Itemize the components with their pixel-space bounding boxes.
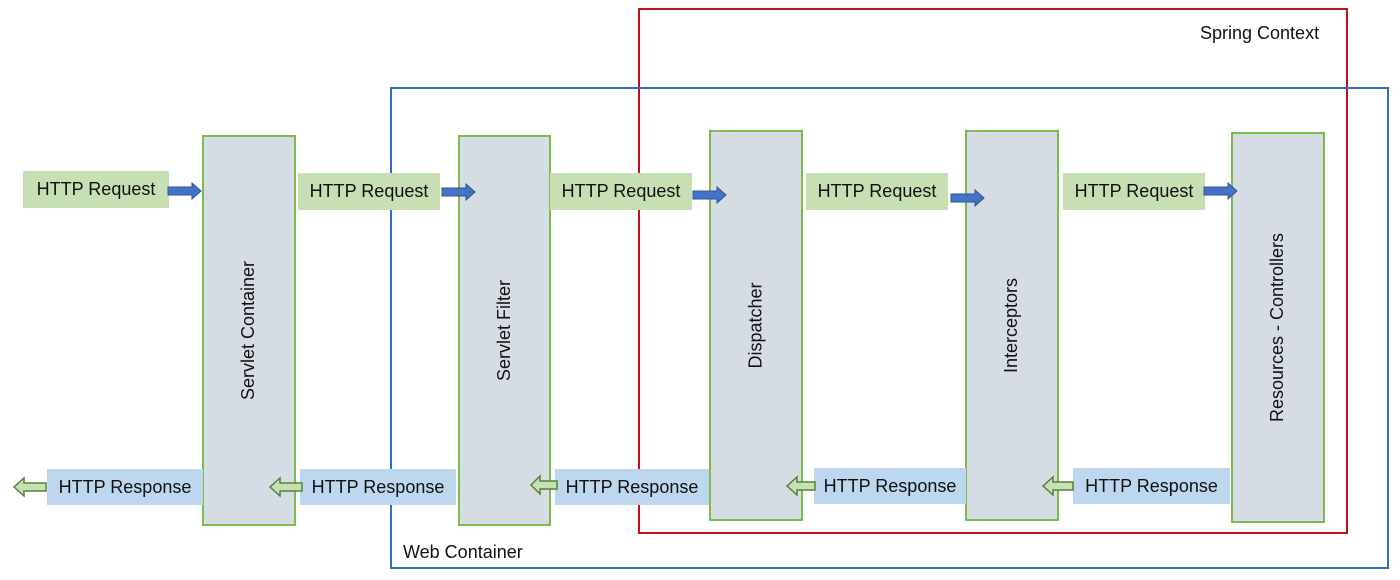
http-request-label: HTTP Request — [806, 173, 948, 210]
web-container-label: Web Container — [403, 542, 523, 562]
stage-servlet-filter: Servlet Filter — [458, 135, 551, 526]
http-request-label: HTTP Request — [23, 171, 169, 208]
http-response-label: HTTP Response — [814, 468, 966, 504]
spring-context-frame — [638, 8, 1348, 534]
http-response-label: HTTP Response — [300, 469, 456, 505]
request-arrow-icon — [1203, 181, 1238, 201]
stage-label: Interceptors — [1001, 277, 1022, 374]
request-arrow-icon — [692, 185, 727, 205]
request-arrow-icon — [167, 181, 202, 201]
stage-label: Dispatcher — [745, 282, 766, 369]
http-response-label: HTTP Response — [1073, 468, 1230, 504]
response-arrow-icon — [268, 476, 303, 498]
spring-context-label: Spring Context — [1200, 23, 1320, 43]
stage-label: Servlet Filter — [494, 279, 514, 382]
response-arrow-icon — [1041, 475, 1074, 497]
response-arrow-icon — [785, 475, 816, 497]
request-arrow-icon — [950, 188, 985, 208]
stage-label: Resources - Controllers — [1267, 232, 1288, 423]
http-request-label: HTTP Request — [298, 173, 440, 210]
http-response-label: HTTP Response — [47, 469, 203, 505]
response-arrow-icon — [529, 474, 558, 496]
stage-dispatcher: Dispatcher — [709, 130, 803, 521]
web-container-frame — [390, 87, 1389, 569]
http-request-label: HTTP Request — [1063, 173, 1205, 210]
request-arrow-icon — [441, 182, 476, 202]
http-request-label: HTTP Request — [550, 173, 692, 210]
stage-resources-controllers: Resources - Controllers — [1231, 132, 1325, 523]
stage-servlet-container: Servlet Container — [202, 135, 296, 526]
response-arrow-icon — [12, 476, 47, 498]
stage-label: Servlet Container — [238, 260, 259, 401]
http-response-label: HTTP Response — [555, 469, 709, 505]
